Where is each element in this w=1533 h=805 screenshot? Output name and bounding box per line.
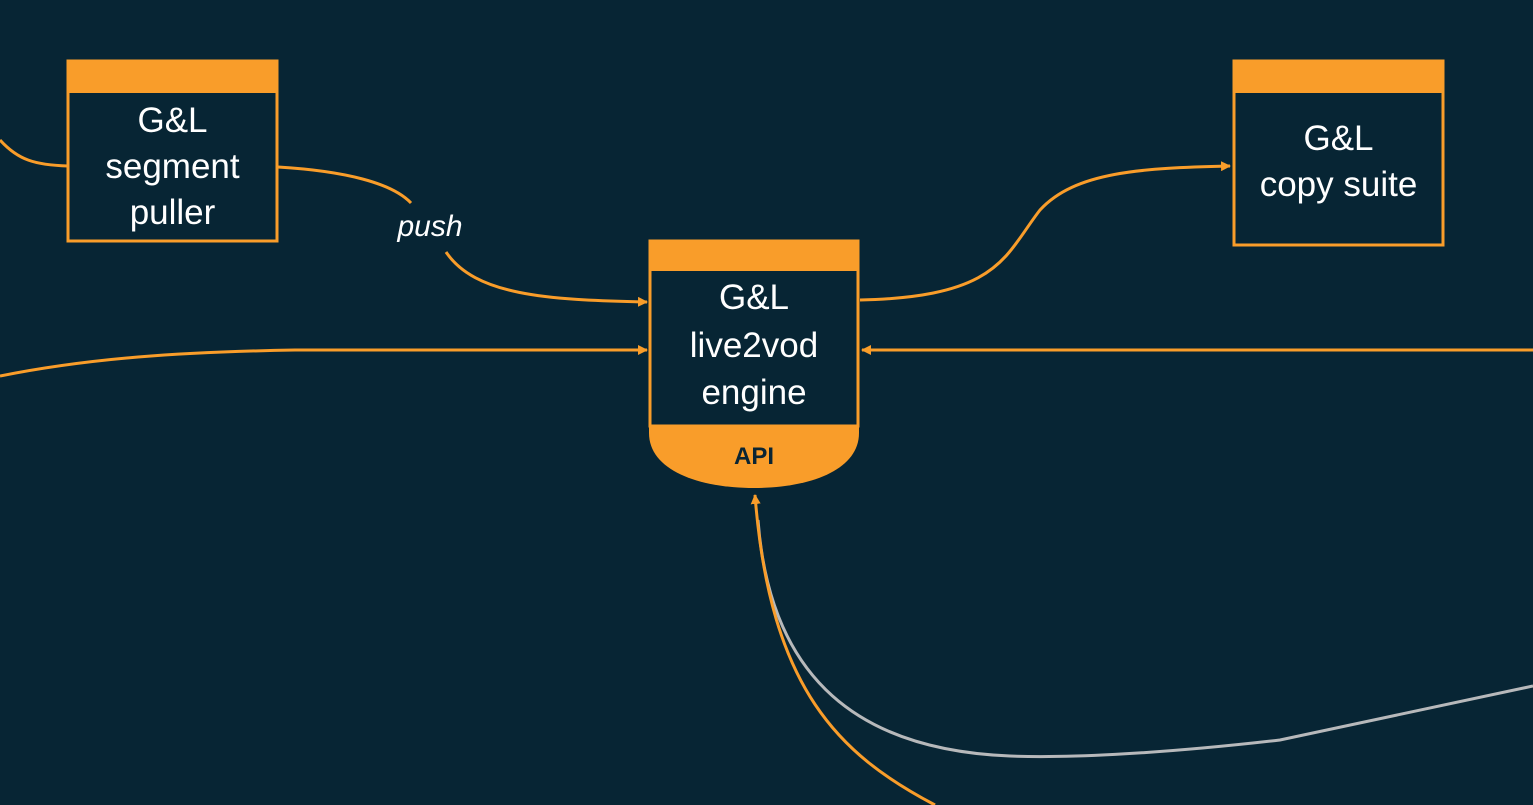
edge-push [277, 165, 413, 205]
node-segment-puller[interactable]: G&L segment puller [66, 59, 279, 243]
node-title-line: copy suite [1260, 165, 1418, 204]
node-live2vod-engine[interactable]: G&L live2vod engine API [648, 239, 860, 488]
node-header-bar [1234, 61, 1443, 93]
node-title-line: engine [701, 373, 806, 412]
api-label: API [734, 443, 774, 470]
node-title-line: G&L [719, 278, 789, 317]
node-title-line: live2vod [690, 326, 818, 365]
edge-offscreen-to-segment-puller [0, 138, 69, 168]
edge-bottom-to-api [750, 494, 936, 805]
node-header-bar [68, 61, 277, 93]
node-title-line: puller [130, 193, 216, 232]
node-title-line: segment [105, 147, 240, 186]
node-header-bar [649, 240, 859, 271]
node-copy-suite[interactable]: G&L copy suite [1232, 59, 1445, 247]
edge-label-push: push [396, 210, 462, 243]
node-title-line: G&L [1303, 119, 1373, 158]
edge-gray-to-api [756, 519, 1533, 759]
node-title-line: G&L [137, 101, 207, 140]
api-cap [649, 426, 859, 488]
edge-live2vod-to-copy-suite [859, 161, 1231, 302]
edge-push-continued [444, 251, 648, 307]
edge-left-to-live2vod [0, 345, 648, 378]
